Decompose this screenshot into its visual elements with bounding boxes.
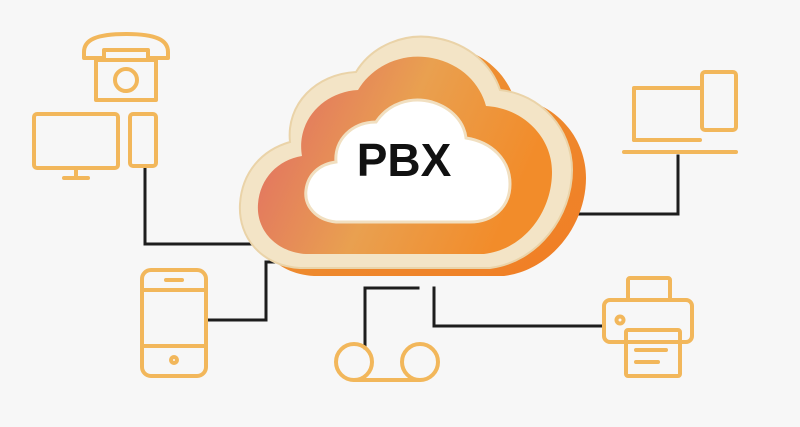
pbx-cloud: PBX (238, 35, 587, 277)
connector-voicemail (363, 286, 420, 350)
smartphone-icon (140, 268, 208, 378)
connector-printer (432, 286, 606, 328)
desktop-monitor-icon (32, 112, 120, 180)
connector-tablet (143, 166, 280, 246)
telephone-icon (82, 32, 170, 102)
voicemail-icon (334, 342, 440, 382)
tablet-icon (128, 112, 158, 168)
printer-icon (602, 276, 694, 378)
cloud-window (304, 98, 512, 224)
laptop-icon (622, 70, 738, 154)
cloud-label: PBX (357, 134, 452, 186)
